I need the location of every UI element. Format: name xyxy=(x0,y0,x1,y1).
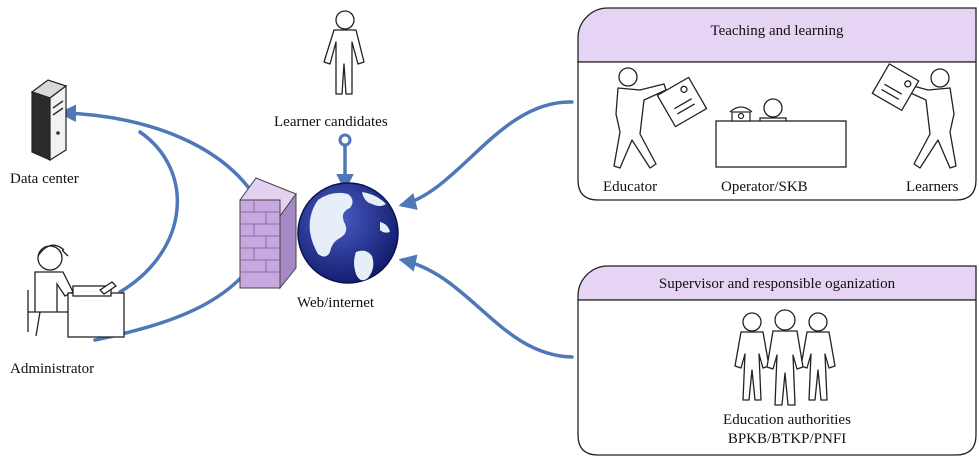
educator-label: Educator xyxy=(603,179,657,195)
educator-person-icon xyxy=(613,67,708,169)
firewall-icon xyxy=(239,177,297,290)
supervisor-panel-title: Supervisor and responsible oganization xyxy=(659,276,896,292)
operator-desk-icon xyxy=(715,98,847,168)
data-center-label: Data center xyxy=(10,171,79,187)
arrow-supervisor-globe xyxy=(398,254,574,359)
learner-candidates-label: Learner candidates xyxy=(274,114,388,130)
supervisor-panel: Supervisor and responsible oganization E… xyxy=(577,265,977,456)
education-authorities-label: Education authorities xyxy=(723,412,851,428)
web-internet-label: Web/internet xyxy=(297,295,375,311)
teaching-panel-title: Teaching and learning xyxy=(710,23,844,39)
telephone-icon xyxy=(729,106,753,122)
candidates-connector-dot xyxy=(338,133,352,147)
administrator-label: Administrator xyxy=(10,361,94,377)
person-icon xyxy=(323,10,365,95)
arrow-firewall-datacenter xyxy=(58,104,273,229)
server-icon xyxy=(30,79,68,162)
learners-label: Learners xyxy=(906,179,959,195)
arrow-datacenter-administrator xyxy=(118,130,180,294)
teaching-learning-panel: Teaching and learning Educator Operator/… xyxy=(577,7,977,201)
administrator-computer-icon xyxy=(27,244,125,338)
operator-label: Operator/SKB xyxy=(721,179,808,195)
arrow-teaching-globe xyxy=(398,100,574,210)
learner-person-icon xyxy=(871,63,957,169)
authorities-acronyms-label: BPKB/BTKP/PNFI xyxy=(728,431,846,447)
globe-icon xyxy=(297,182,399,284)
group-icon xyxy=(734,309,836,406)
